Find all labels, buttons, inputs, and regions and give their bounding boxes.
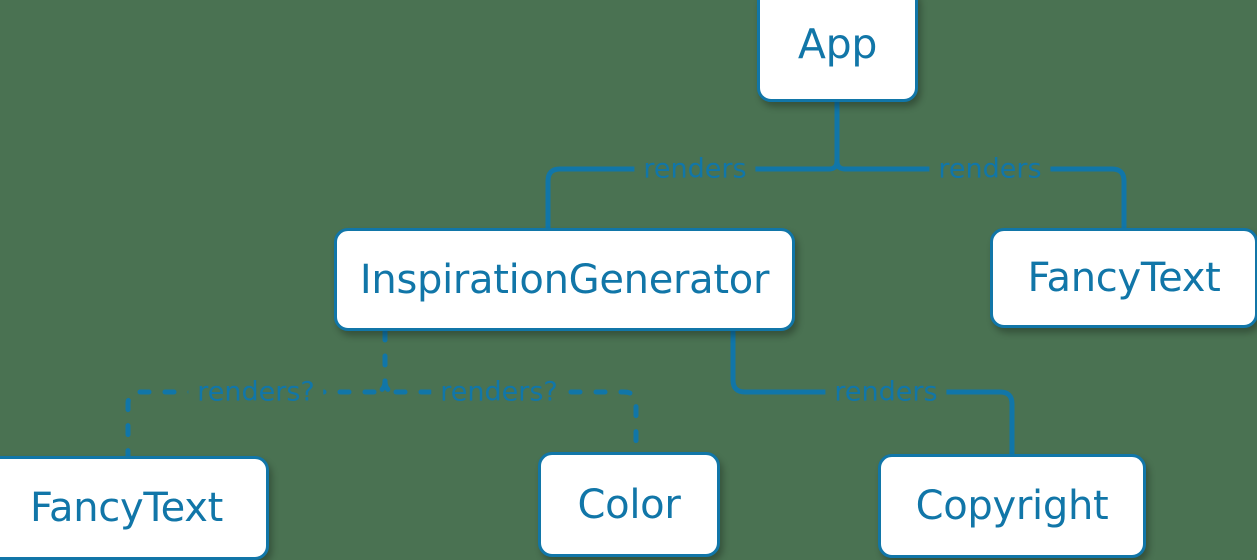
edge-label-inspiration-color: renders? xyxy=(431,378,567,406)
node-inspiration-generator-label: InspirationGenerator xyxy=(359,256,770,303)
node-copyright-label: Copyright xyxy=(915,483,1109,529)
edge-app-trunk xyxy=(834,98,848,172)
edge-inspiration-dashed-trunk-right xyxy=(382,378,399,395)
edge-inspiration-to-color xyxy=(393,389,639,455)
node-app-label: App xyxy=(797,19,878,68)
edge-app-to-inspiration xyxy=(545,166,832,231)
edge-inspiration-to-fancytext-bottom xyxy=(125,389,377,459)
node-fancytext-bottom-label: FancyText xyxy=(29,485,224,531)
node-color[interactable]: Color xyxy=(538,452,720,557)
node-app[interactable]: App xyxy=(757,0,918,102)
edge-label-app-inspiration: renders xyxy=(634,155,756,183)
node-copyright[interactable]: Copyright xyxy=(878,454,1146,558)
node-fancytext-right-label: FancyText xyxy=(1027,255,1221,301)
edge-app-to-fancytext-right xyxy=(842,166,1127,231)
node-fancytext-bottom[interactable]: FancyText xyxy=(0,456,269,560)
edge-label-inspiration-copyright: renders xyxy=(825,378,947,406)
edge-label-inspiration-fancytext-bottom: renders? xyxy=(188,378,324,406)
node-fancytext-right[interactable]: FancyText xyxy=(990,228,1257,328)
node-color-label: Color xyxy=(577,481,681,528)
node-inspiration-generator[interactable]: InspirationGenerator xyxy=(334,228,795,331)
edge-label-app-fancytext-right: renders xyxy=(929,155,1051,183)
